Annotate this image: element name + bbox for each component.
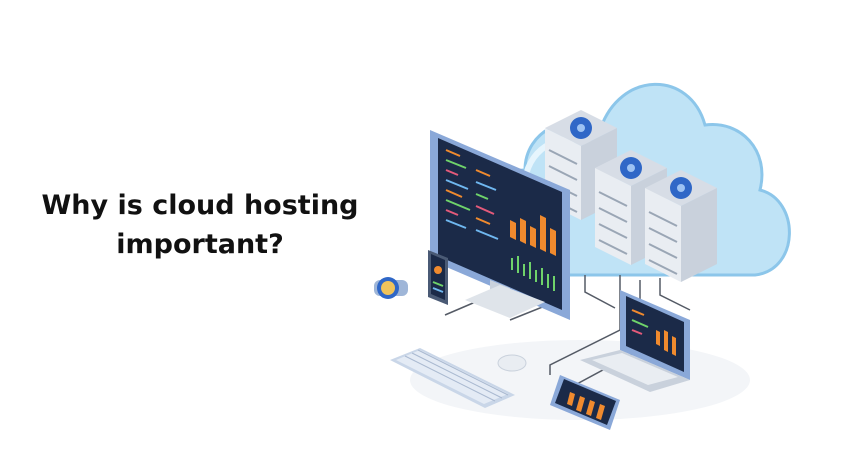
mouse-icon [497, 354, 527, 372]
laptop-icon [580, 290, 690, 392]
title-line-1: Why is cloud hosting [41, 190, 359, 221]
smartphone-icon [428, 250, 448, 305]
smartwatch-icon [374, 277, 408, 299]
title-line-2: important? [116, 229, 284, 260]
tablet-icon [550, 375, 620, 430]
cloud-hosting-illustration [374, 82, 791, 430]
page-title: Why is cloud hosting important? [30, 186, 370, 264]
keyboard-icon [390, 348, 515, 408]
server-rack-icon [545, 110, 717, 282]
monitor-icon [430, 130, 570, 320]
